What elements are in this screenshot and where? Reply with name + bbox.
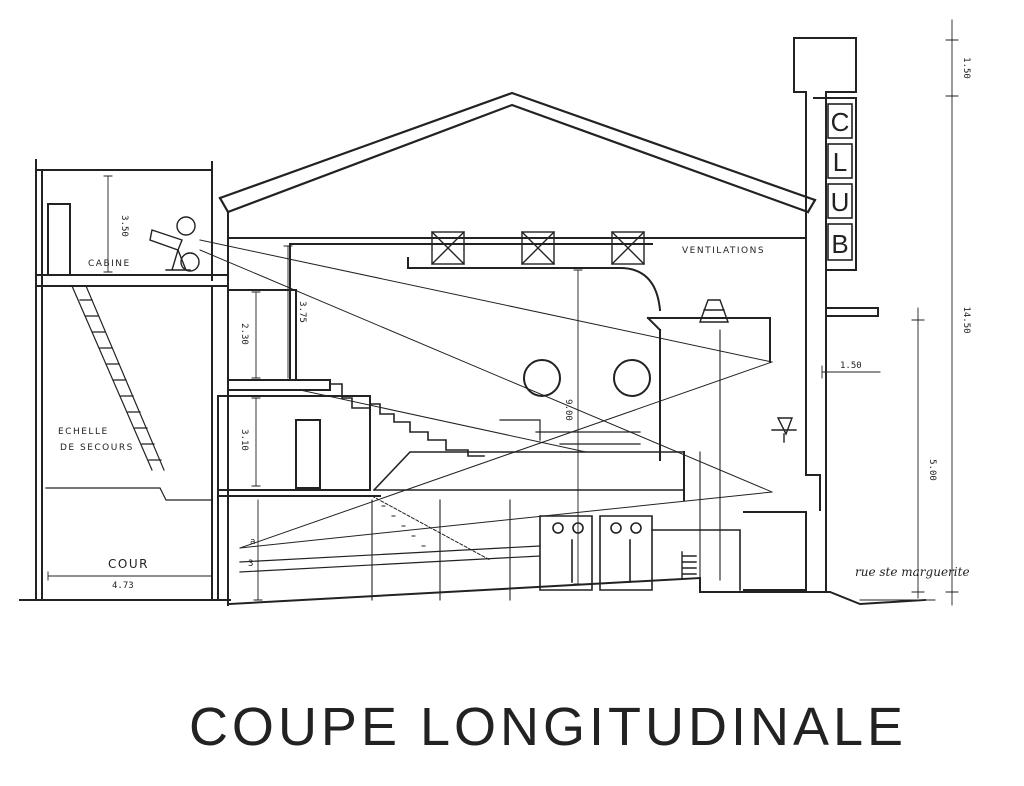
label-ventilations: VENTILATIONS — [682, 246, 765, 256]
dimension-lines — [47, 19, 959, 606]
dim-cabin-height: 3.50 — [119, 215, 129, 237]
label-echelle-line2: DE SECOURS — [60, 443, 134, 453]
interior-columns — [371, 329, 721, 601]
sign-letter-u: U — [831, 187, 850, 217]
balcony-steps — [329, 383, 485, 457]
projector-icon — [149, 216, 200, 272]
roof — [218, 91, 817, 214]
sign-letter-c: C — [831, 107, 850, 137]
dim-row-a: a — [250, 537, 255, 547]
porthole-window — [613, 359, 651, 397]
gallery-structure — [217, 237, 807, 497]
dim-row-b: 3 — [248, 559, 253, 569]
ventilation-duct — [407, 257, 662, 312]
sign-letter-b: B — [831, 229, 848, 259]
doors — [539, 515, 741, 591]
porthole-window — [523, 359, 561, 397]
ventilation-box-3 — [611, 231, 645, 265]
ventilation-box-2 — [521, 231, 555, 265]
screen-wall — [646, 316, 807, 591]
wall-lamp-icon — [771, 417, 797, 443]
drawing-title: COUPE LONGITUDINALE — [189, 697, 907, 757]
canopy — [825, 307, 879, 317]
dim-hall-height: 9.00 — [563, 399, 573, 421]
orchestra-floor — [239, 545, 541, 573]
label-street: rue ste marguerite — [855, 565, 970, 579]
dim-gallery-height: 2.30 — [239, 323, 249, 345]
hall-walls — [227, 211, 821, 606]
dim-ceiling-height: 3.75 — [297, 301, 307, 323]
dim-total-height: 14.50 — [961, 306, 971, 333]
ventilation-box-1 — [431, 231, 465, 265]
dim-facade-height: 5.00 — [927, 459, 937, 481]
dim-lower-height: 3.10 — [239, 429, 249, 451]
dim-sign-top: 1.50 — [961, 57, 971, 79]
cabin-block — [35, 159, 229, 601]
roof-vent — [699, 299, 729, 323]
dim-cour-width: 4.73 — [112, 581, 134, 591]
escape-stair — [45, 285, 213, 501]
dim-overhang: 1.50 — [840, 361, 862, 371]
label-cabine: CABINE — [88, 259, 131, 269]
projection-lines — [199, 239, 773, 549]
label-echelle-line1: ECHELLE — [58, 427, 109, 437]
label-cour: COUR — [108, 557, 149, 571]
facade-tower — [793, 37, 857, 591]
ground-line — [19, 576, 927, 606]
sign-letter-l: L — [833, 147, 847, 177]
vent-grille-icon — [681, 551, 697, 579]
